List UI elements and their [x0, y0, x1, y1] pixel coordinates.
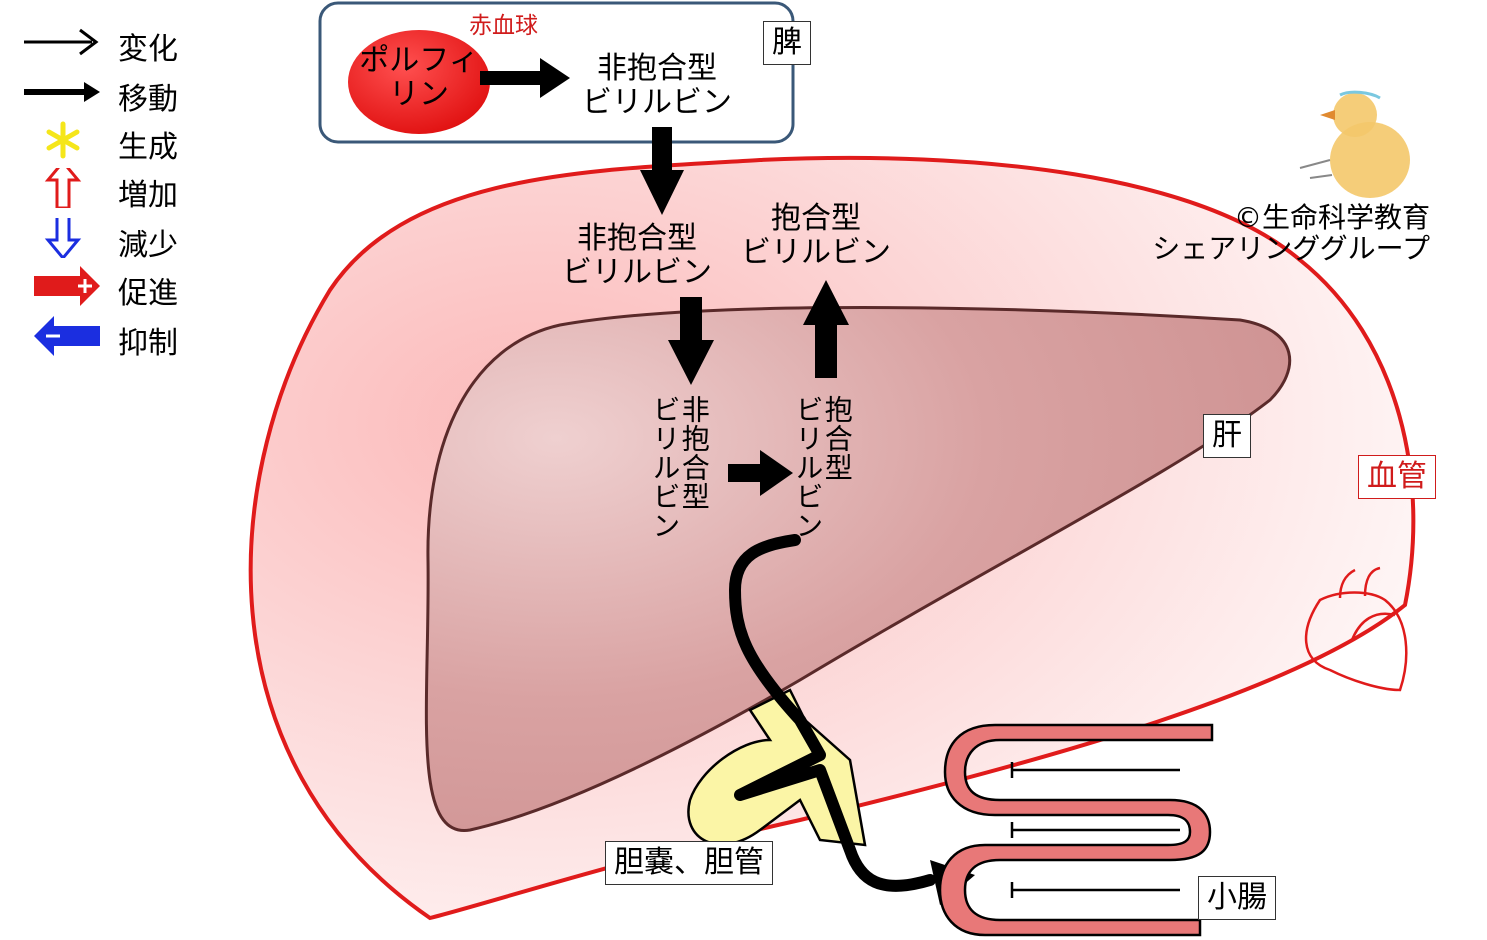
red-plus-arrow-icon	[34, 266, 100, 306]
spleen-to-blood-arrow	[652, 127, 672, 172]
legend-item-generate: 生成	[18, 120, 218, 165]
copyright-text: ©生命科学教育 シェアリンググループ	[1152, 201, 1430, 266]
red-blood-cell	[348, 30, 490, 134]
blood-conjugated-bilirubin: 抱合型 ビリルビン	[741, 201, 891, 270]
legend-label: 移動	[118, 82, 178, 117]
gallbladder-shape	[687, 688, 867, 847]
blood-unconjugated-bilirubin: 非抱合型 ビリルビン	[562, 221, 712, 290]
legend-item-change: 変化	[18, 22, 218, 67]
blood-to-liver-arrow	[680, 297, 702, 345]
legend-label: 変化	[118, 32, 178, 67]
blood-vessel-label: 血管	[1358, 455, 1436, 499]
liver-conjugated-bilirubin: 抱合型 ビリルビン	[791, 395, 854, 540]
spleen-unconjugated-bilirubin: 非抱合型 ビリルビン	[582, 51, 732, 120]
liver-organ-label: 肝	[1203, 414, 1251, 458]
small-intestine	[938, 723, 1214, 937]
liver-to-blood-arrow	[815, 320, 837, 378]
gallbladder-label: 胆嚢、胆管	[605, 841, 773, 885]
bile-duct-line	[729, 534, 936, 892]
blue-minus-arrow-icon	[34, 316, 100, 356]
thin-arrow-icon	[24, 28, 99, 56]
legend-label: 増加	[118, 178, 178, 213]
red-outline-up-arrow-icon	[44, 168, 82, 208]
rbc-label: 赤血球	[469, 13, 538, 39]
legend-label: 減少	[118, 228, 178, 263]
legend-item-move: 移動	[18, 72, 218, 117]
yellow-asterisk-icon	[46, 121, 80, 159]
porphyrin-label: ポルフィ リン	[359, 43, 479, 112]
spleen-organ-label: 脾	[763, 21, 811, 65]
small-intestine-label: 小腸	[1198, 876, 1276, 920]
liver-shape	[424, 306, 1292, 832]
legend-item-suppress: 抑制	[18, 316, 218, 361]
conjugation-arrow	[728, 464, 763, 482]
legend-label: 抑制	[118, 326, 178, 361]
legend-label: 生成	[118, 130, 178, 165]
legend-label: 促進	[118, 276, 178, 311]
legend-item-increase: 増加	[18, 168, 218, 213]
legend-item-decrease: 減少	[18, 218, 218, 263]
heart-icon	[1304, 566, 1408, 692]
bold-arrow-icon	[24, 82, 100, 102]
blue-outline-down-arrow-icon	[44, 218, 82, 258]
liver-unconjugated-bilirubin: 非抱合型 ビリルビン	[648, 395, 711, 540]
chick-icon	[1299, 90, 1410, 198]
legend-item-promote: 促進	[18, 266, 218, 311]
